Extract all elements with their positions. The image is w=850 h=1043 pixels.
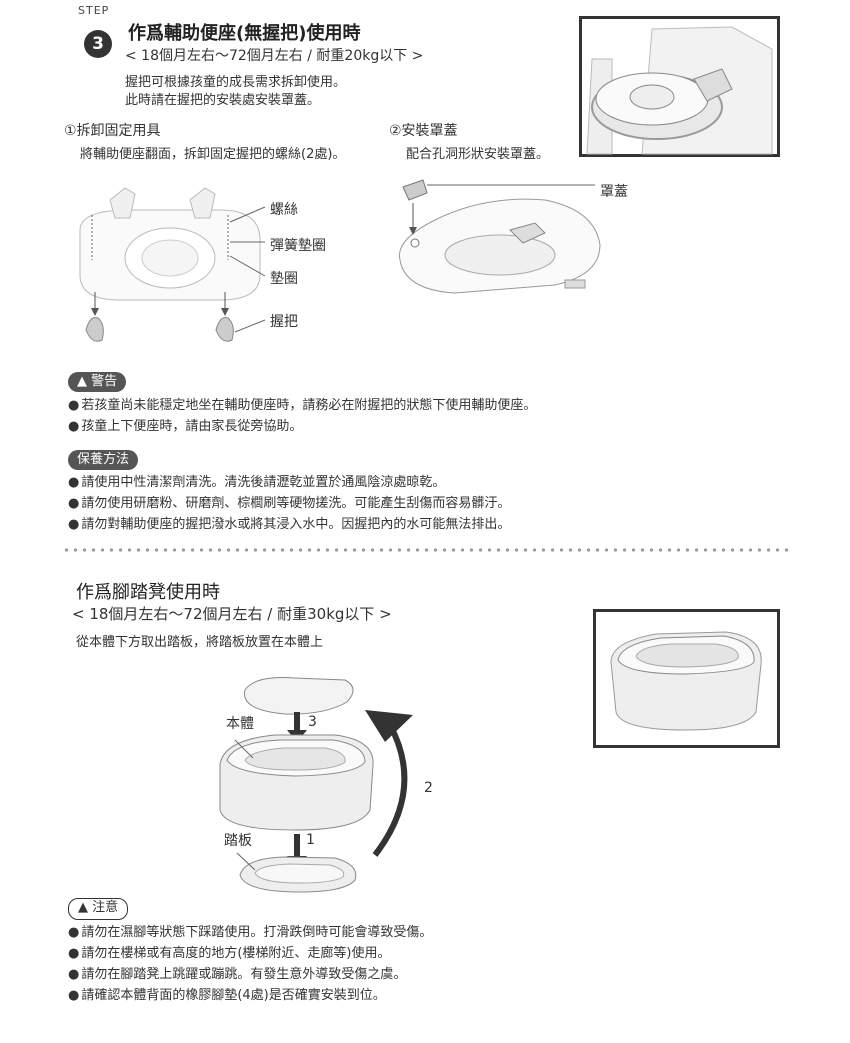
warning-item: 若孩童尚未能穩定地坐在輔助便座時，請務必在附握把的狀態下使用輔助便座。 — [68, 395, 536, 416]
label-handle: 握把 — [270, 314, 298, 330]
section2-subtitle: < 18個月左右～72個月左右 / 耐重30kg以下 > — [72, 605, 392, 623]
care-item: 請使用中性清潔劑清洗。清洗後請瀝乾並置於通風陰涼處晾乾。 — [68, 472, 510, 493]
label-step-2: 2 — [424, 780, 433, 796]
section2-desc: 從本體下方取出踏板，將踏板放置在本體上 — [76, 635, 324, 650]
caution-item: 請勿在腳踏凳上跳躍或蹦跳。有發生意外導致受傷之虞。 — [68, 964, 432, 985]
care-item: 請勿使用研磨粉、研磨劑、棕櫚刷等硬物搓洗。可能產生刮傷而容易髒汙。 — [68, 493, 510, 514]
care-badge: 保養方法 — [68, 450, 139, 470]
step2-desc: 配合孔洞形狀安裝罩蓋。 — [406, 147, 550, 162]
caution-item: 請確認本體背面的橡膠腳墊(4處)是否確實安裝到位。 — [68, 985, 432, 1006]
caution-list: 請勿在濕腳等狀態下踩踏使用。打滑跌倒時可能會導致受傷。 請勿在樓梯或有高度的地方… — [68, 922, 432, 1006]
step1-desc: 將輔助便座翻面，拆卸固定握把的螺絲(2處)。 — [80, 147, 346, 162]
caution-triangle-icon: ▲ — [78, 900, 93, 915]
seat-photo — [579, 16, 780, 157]
label-step-1: 1 — [306, 832, 315, 848]
caution-badge-label: 注意 — [92, 900, 119, 915]
cover-install-diagram — [398, 179, 601, 294]
section2-title: 作爲腳踏凳使用時 — [76, 582, 220, 603]
toilet-seat-illustration — [586, 26, 773, 155]
section1-desc-line2: 此時請在握把的安裝處安裝罩蓋。 — [125, 93, 321, 108]
warning-badge-label: 警告 — [91, 374, 118, 389]
caution-item: 請勿在濕腳等狀態下踩踏使用。打滑跌倒時可能會導致受傷。 — [68, 922, 432, 943]
caution-item: 請勿在樓梯或有高度的地方(樓梯附近、走廊等)使用。 — [68, 943, 432, 964]
caution-badge: ▲ 注意 — [68, 898, 129, 920]
disassembly-diagram — [79, 187, 266, 342]
dotted-divider — [62, 548, 790, 552]
step-stool-assembly-diagram — [219, 677, 413, 893]
step2-title: ②安裝罩蓋 — [389, 123, 458, 139]
warning-list: 若孩童尚未能穩定地坐在輔助便座時，請務必在附握把的狀態下使用輔助便座。 孩童上下… — [68, 395, 536, 437]
step-stool-illustration — [610, 631, 762, 731]
label-body: 本體 — [226, 716, 254, 732]
warning-triangle-icon: ▲ — [77, 374, 92, 389]
warning-badge: ▲ 警告 — [68, 372, 127, 392]
label-step-board: 踏板 — [224, 833, 252, 849]
care-list: 請使用中性清潔劑清洗。清洗後請瀝乾並置於通風陰涼處晾乾。 請勿使用研磨粉、研磨劑… — [68, 472, 510, 535]
label-screw: 螺絲 — [270, 202, 298, 218]
step1-title: ①拆卸固定用具 — [64, 123, 161, 139]
section1-subtitle: < 18個月左右～72個月左右 / 耐重20kg以下 > — [125, 48, 424, 64]
label-spring-washer: 彈簧墊圈 — [270, 238, 326, 254]
step-number-badge: 3 — [84, 30, 112, 58]
warning-item: 孩童上下便座時，請由家長從旁協助。 — [68, 416, 536, 437]
step-label: STEP — [78, 4, 110, 17]
label-step-3: 3 — [308, 714, 317, 730]
label-washer: 墊圈 — [270, 271, 298, 287]
section1-title: 作爲輔助便座(無握把)使用時 — [128, 23, 361, 44]
step-stool-photo — [593, 609, 780, 748]
section1-desc-line1: 握把可根據孩童的成長需求拆卸使用。 — [125, 75, 347, 90]
care-item: 請勿對輔助便座的握把潑水或將其浸入水中。因握把內的水可能無法排出。 — [68, 514, 510, 535]
label-cover: 罩蓋 — [600, 184, 628, 200]
